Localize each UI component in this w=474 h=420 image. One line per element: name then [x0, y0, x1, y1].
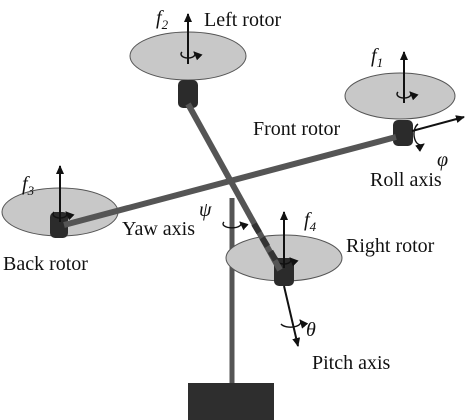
left-rotor-motor: [178, 80, 198, 108]
pitch-axis-label: Pitch axis: [312, 352, 391, 374]
yaw-axis-label: Yaw axis: [122, 218, 195, 240]
roll-rotation-icon: [413, 123, 425, 152]
f3-symbol: f3: [22, 173, 35, 198]
theta-symbol: θ: [306, 319, 316, 341]
roll-axis-label: Roll axis: [370, 169, 442, 191]
back-rotor-spin-icon: [52, 211, 75, 221]
phi-symbol: φ: [437, 149, 448, 171]
back-rotor-label: Back rotor: [3, 253, 88, 275]
front-rotor-disc: [344, 72, 456, 120]
base-stand: [188, 383, 274, 420]
pitch-axis-arrow: [283, 285, 301, 347]
pitch-rotation-icon: [280, 319, 309, 329]
front-rotor-label: Front rotor: [253, 118, 341, 140]
psi-symbol: ψ: [199, 199, 212, 221]
pitch-axis-dash: [251, 222, 281, 266]
right-rotor-label: Right rotor: [346, 235, 435, 257]
back-rotor-motor: [50, 212, 68, 238]
front-rotor-spin-icon: [396, 91, 419, 101]
f1-symbol: f1: [371, 45, 383, 70]
yaw-rotation-icon: [222, 221, 249, 231]
roll-axis-arrow: [411, 115, 465, 132]
left-rotor-spin-icon: [180, 51, 203, 61]
left-rotor-label: Left rotor: [204, 9, 282, 31]
front-rotor-motor: [393, 120, 413, 146]
f4-symbol: f4: [304, 209, 317, 234]
f2-symbol: f2: [156, 7, 169, 32]
